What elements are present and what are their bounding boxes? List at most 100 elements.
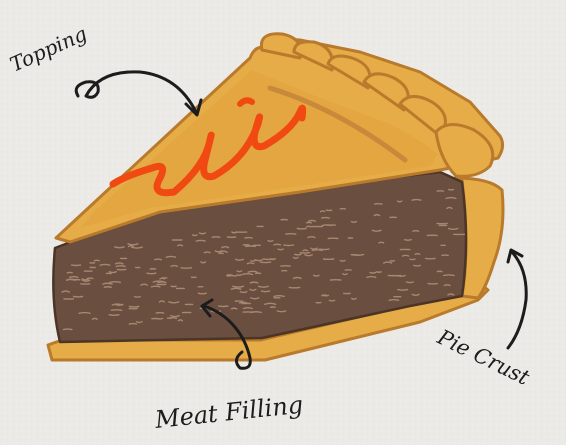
filling-speck [312, 274, 320, 277]
filling-speck [150, 285, 161, 288]
filling-speck [319, 210, 326, 213]
pie-crust-arrow [506, 250, 528, 350]
filling-speck [154, 258, 162, 261]
meat-filling-arrow [202, 304, 252, 370]
filling-speck [403, 238, 412, 241]
filling-speck [232, 285, 245, 288]
filling-speck [311, 249, 323, 252]
filling-speck [294, 253, 302, 256]
filling-speck [273, 243, 282, 246]
filling-speck [168, 316, 178, 319]
filling-speck [401, 254, 410, 257]
filling-speck [155, 311, 165, 314]
filling-speck [115, 265, 126, 268]
filling-speck [304, 254, 313, 257]
filling-speck [445, 196, 457, 200]
topping-sauce-drip [237, 97, 255, 107]
filling-speck [221, 245, 230, 249]
filling-speck [236, 270, 243, 273]
filling-speck [409, 258, 416, 261]
filling-speck [140, 283, 148, 286]
filling-speck [230, 287, 242, 290]
filling-speck [396, 200, 403, 203]
filling-speck [234, 258, 245, 261]
filling-speck [257, 285, 269, 288]
filling-speck [448, 227, 459, 230]
filling-speck [99, 263, 111, 266]
filling-speck [127, 244, 134, 248]
filling-speck [168, 301, 180, 304]
filling-speck [62, 328, 73, 331]
filling-speck [218, 250, 228, 253]
filling-speck [135, 321, 143, 324]
filling-speck [81, 278, 90, 281]
filling-speck [78, 311, 91, 314]
filling-speck [203, 251, 211, 254]
filling-speck [283, 244, 295, 247]
pie-crust-arrow-head [506, 248, 524, 264]
filling-speck [239, 301, 248, 304]
filling-speck [230, 307, 238, 310]
filling-speck [115, 262, 124, 265]
filling-speck [292, 256, 299, 260]
filling-speck [351, 297, 357, 300]
filling-speck [405, 281, 414, 284]
filling-speck [446, 206, 453, 210]
filling-speck [114, 246, 125, 249]
filling-speck [152, 280, 165, 283]
filling-speck [68, 275, 79, 279]
filling-speck [414, 252, 421, 255]
filling-speck [198, 232, 206, 235]
filling-speck [61, 290, 70, 293]
filling-speck [321, 216, 330, 219]
filling-speck [103, 286, 112, 288]
filling-speck [109, 281, 122, 284]
filling-speck [133, 295, 141, 298]
filling-speck [328, 299, 336, 302]
filling-speck [250, 260, 256, 262]
filling-speck [352, 253, 365, 256]
filling-speck [211, 236, 221, 238]
filling-speck [339, 259, 346, 262]
filling-speck [250, 297, 260, 300]
filling-speck [319, 248, 330, 251]
filling-speck [102, 282, 113, 285]
filling-speck [250, 311, 262, 314]
filling-speck [246, 262, 255, 265]
filling-speck [177, 319, 184, 322]
filling-speck [342, 273, 348, 276]
filling-speck [264, 302, 277, 305]
filling-speck [165, 255, 177, 258]
filling-speck [226, 274, 234, 277]
filling-speck [200, 261, 207, 264]
filling-speck [306, 225, 312, 228]
filling-speck [191, 234, 198, 237]
topping-arrow [74, 70, 198, 114]
filling-speck [127, 243, 139, 246]
filling-speck [388, 299, 400, 301]
filling-speck [242, 306, 253, 310]
filling-speck [292, 276, 302, 279]
filling-texture [61, 188, 466, 331]
filling-speck [81, 279, 91, 282]
filling-speck [397, 288, 409, 291]
filling-speck [244, 245, 256, 248]
filling-speck [262, 258, 274, 261]
filling-speck [249, 288, 257, 291]
filling-speck [239, 290, 248, 294]
filling-speck [411, 198, 422, 201]
filling-speck [158, 300, 165, 303]
filling-speck [177, 244, 184, 247]
filling-speck [277, 248, 284, 251]
filling-speck [413, 264, 421, 267]
crust-rim-line [267, 85, 408, 163]
filling-speck [249, 281, 259, 284]
filling-speck [302, 249, 309, 252]
meat-filling-arrow-head [200, 298, 214, 318]
filling-speck [366, 275, 377, 278]
filling-speck [411, 293, 420, 296]
filling-speck [443, 284, 451, 287]
filling-speck [371, 229, 382, 232]
